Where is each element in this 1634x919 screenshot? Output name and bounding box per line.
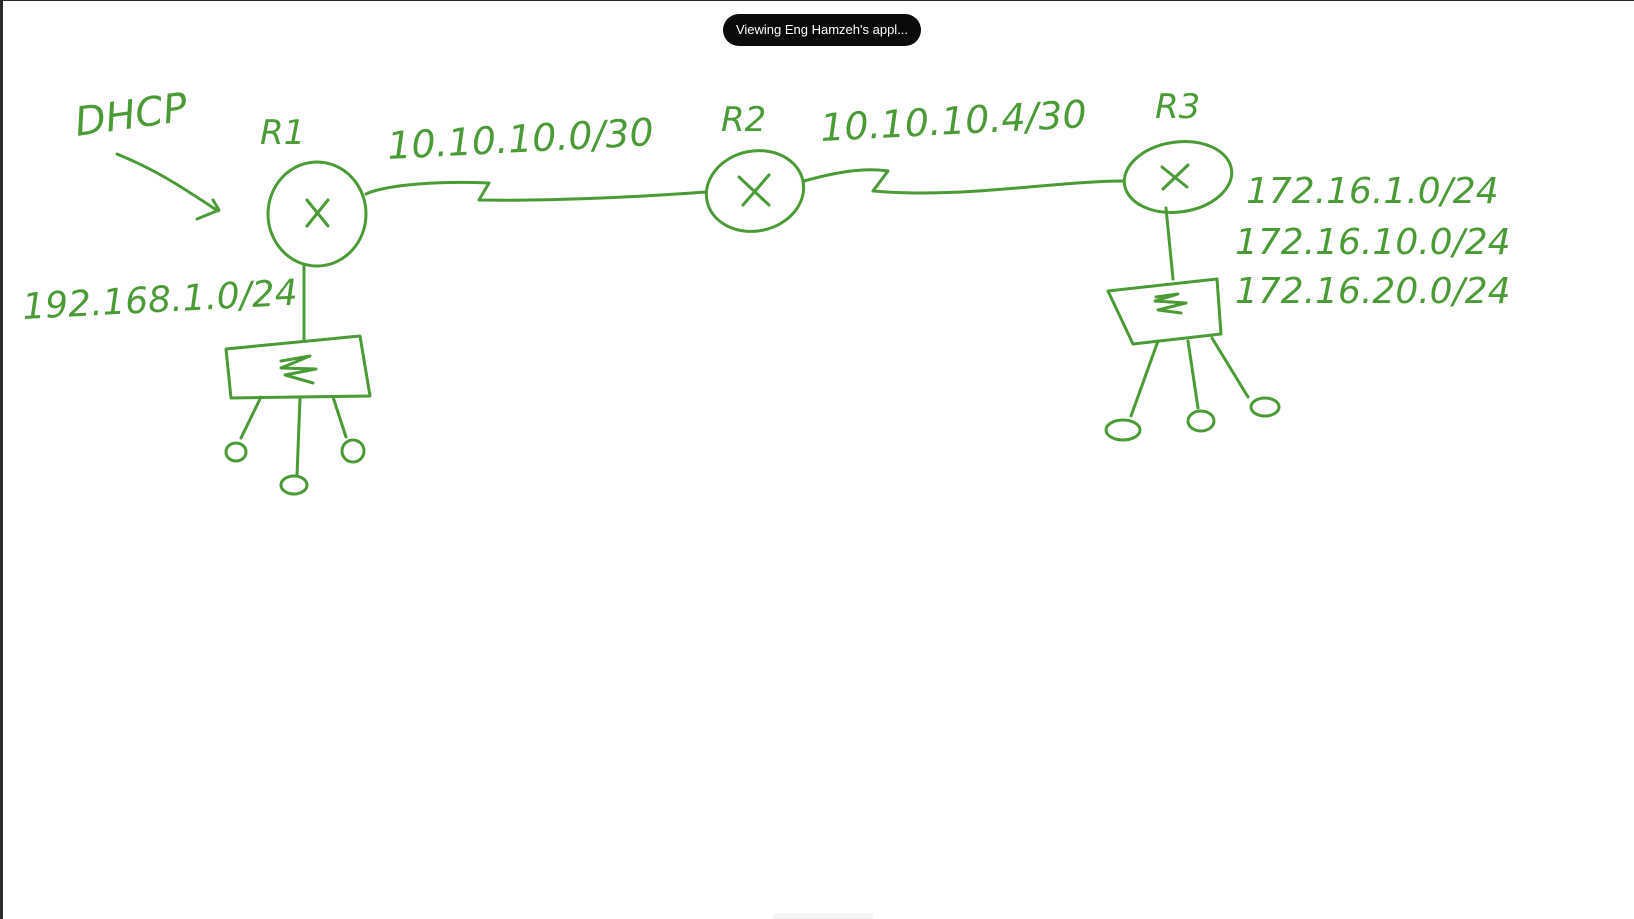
serial-link-r2-r3 [802, 168, 1126, 195]
whiteboard-canvas: DHCP R1 R2 R3 10.10.10.0/30 10.10.10.4/3… [21, 85, 1511, 496]
router-r2-label: R2 [721, 100, 766, 140]
dhcp-arrow [115, 152, 221, 221]
router-r3-icon [1122, 140, 1234, 214]
switch-r3-icon [1106, 277, 1223, 346]
router-r1-label: R1 [260, 113, 305, 153]
screen-share-banner[interactable]: Viewing Eng Hamzeh's appl... [723, 14, 921, 46]
lan-r3-subnet-3: 172.16.20.0/24 [1235, 271, 1511, 312]
link-r3-switch [1164, 206, 1175, 281]
router-r1-icon [266, 160, 368, 268]
lan-r3-subnet-2: 172.16.10.0/24 [1235, 222, 1511, 263]
hidden-toolbar-handle[interactable] [773, 913, 873, 919]
link-r1-r2-subnet: 10.10.10.0/30 [386, 110, 655, 168]
lan-r3-subnet-1: 172.16.1.0/24 [1246, 171, 1499, 212]
serial-link-r1-r2 [364, 180, 708, 202]
link-r2-r3-subnet: 10.10.10.4/30 [819, 92, 1088, 150]
router-r3-label: R3 [1155, 87, 1200, 127]
router-r2-icon [704, 149, 806, 233]
hosts-r1 [224, 395, 366, 496]
dhcp-label: DHCP [72, 85, 191, 146]
hosts-r3 [1104, 336, 1281, 442]
lan-r1-subnet: 192.168.1.0/24 [21, 273, 298, 328]
switch-r1-icon [224, 334, 372, 400]
